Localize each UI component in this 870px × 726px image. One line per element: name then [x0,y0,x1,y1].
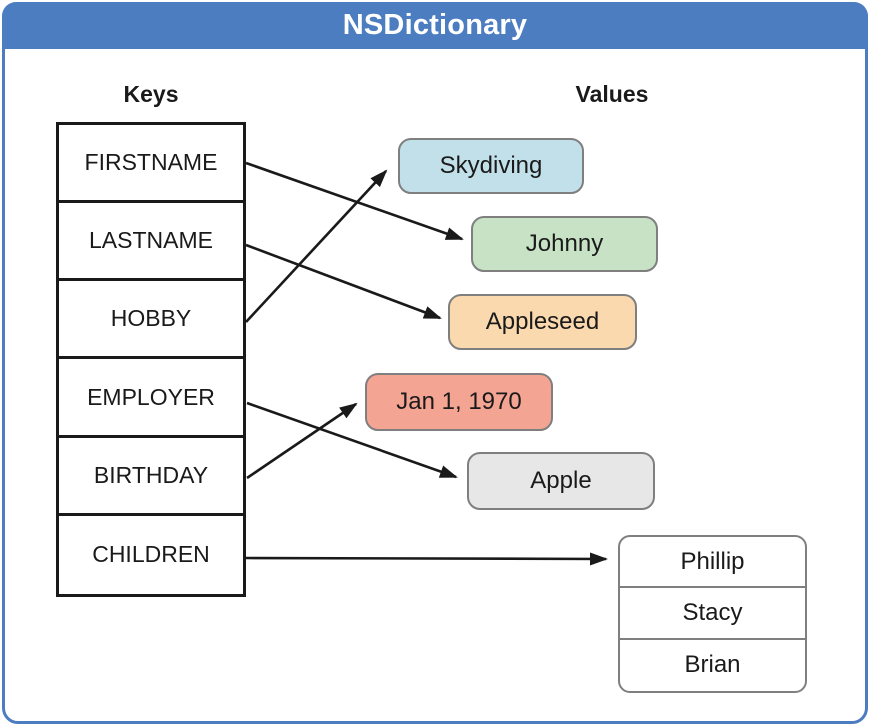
children-list-table: Phillip Stacy Brian [618,535,807,693]
key-cell-employer: EMPLOYER [59,359,243,438]
value-box-appleseed: Appleseed [448,294,637,350]
value-label-skydiving: Skydiving [439,152,543,179]
child-row-phillip: Phillip [620,537,805,589]
value-label-johnny: Johnny [525,230,604,257]
key-cell-birthday: BIRTHDAY [59,438,243,516]
key-cell-lastname: LASTNAME [59,203,243,282]
value-box-skydiving: Skydiving [398,138,584,194]
key-cell-hobby: HOBBY [59,281,243,360]
key-cell-children: CHILDREN [92,541,210,568]
keys-table: FIRSTNAME LASTNAME HOBBY EMPLOYER BIRTHD… [56,122,246,597]
value-label-birthday: Jan 1, 1970 [396,388,522,415]
value-label-employer: Apple [530,467,592,494]
value-box-johnny: Johnny [471,216,658,272]
value-label-appleseed: Appleseed [485,308,600,335]
values-column-heading: Values [575,81,649,107]
keys-column-heading: Keys [123,81,179,107]
value-box-employer: Apple [467,452,655,510]
value-box-birthday: Jan 1, 1970 [365,373,553,431]
child-row-stacy: Stacy [620,588,805,640]
diagram-title: NSDictionary [342,9,528,41]
key-cell-firstname: FIRSTNAME [59,125,243,204]
child-row-brian: Brian [684,651,741,679]
title-bar: NSDictionary [2,2,868,49]
